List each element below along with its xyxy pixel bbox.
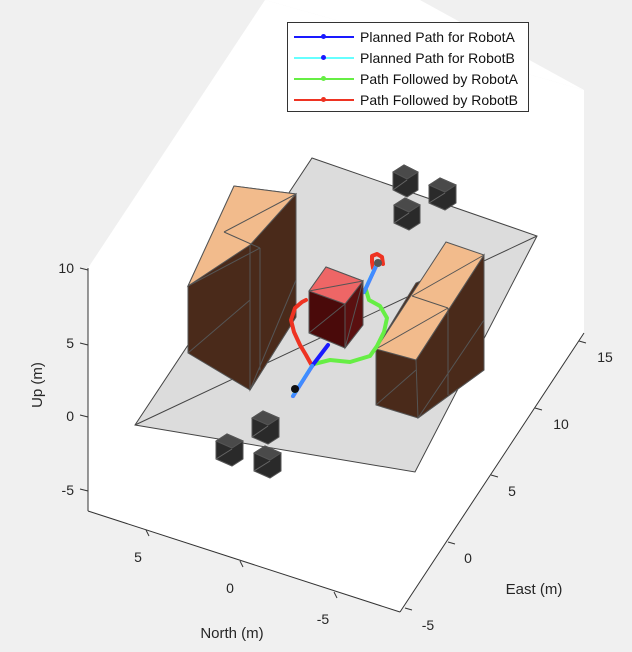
- y-axis-label: East (m): [506, 581, 563, 598]
- z-ticks: 10 5 0 -5: [58, 260, 89, 498]
- legend-label: Planned Path for RobotA: [360, 28, 515, 45]
- crate: [392, 197, 422, 231]
- crate: [252, 445, 283, 479]
- robot-a-start-marker: [291, 385, 299, 393]
- crate-group-far: [391, 164, 458, 231]
- y-tick-label: 5: [508, 483, 516, 499]
- legend-swatch: [294, 32, 354, 42]
- y-tick-label: 15: [597, 349, 613, 365]
- legend-entry: Planned Path for RobotB: [294, 47, 528, 68]
- shelf-left: [186, 185, 298, 392]
- z-tick-label: 5: [66, 335, 74, 351]
- z-tick-label: 10: [58, 260, 74, 276]
- legend-label: Path Followed by RobotA: [360, 70, 518, 87]
- z-tick-label: -5: [62, 482, 75, 498]
- crate: [214, 433, 245, 467]
- legend-label: Planned Path for RobotB: [360, 49, 515, 66]
- robot-b-start-marker: [374, 259, 382, 267]
- crate: [391, 164, 420, 198]
- path-followed-b: [289, 298, 313, 366]
- crate: [427, 177, 458, 211]
- legend: Planned Path for RobotA Planned Path for…: [287, 22, 529, 112]
- y-ticks: -5 0 5 10 15: [404, 340, 613, 633]
- y-axis-line: [399, 332, 585, 613]
- shelf-right: [375, 241, 485, 419]
- legend-entry: Path Followed by RobotB: [294, 89, 528, 110]
- path-followed-b-end: [370, 252, 385, 270]
- x-tick-label: -5: [317, 611, 330, 627]
- path-planned-a: [310, 343, 330, 368]
- legend-swatch: [294, 95, 354, 105]
- path-followed-a: [312, 288, 389, 366]
- x-axis-line: [87, 510, 401, 613]
- y-tick-label: 0: [464, 550, 472, 566]
- legend-swatch: [294, 74, 354, 84]
- legend-entry: Planned Path for RobotA: [294, 26, 528, 47]
- z-tick-label: 0: [66, 408, 74, 424]
- x-ticks: 5 0 -5: [134, 529, 338, 627]
- paths: [289, 252, 389, 398]
- x-tick-label: 5: [134, 549, 142, 565]
- x-tick-label: 0: [226, 580, 234, 596]
- y-tick-label: 10: [553, 416, 569, 432]
- y-tick-label: -5: [422, 617, 435, 633]
- z-axis-label: Up (m): [29, 362, 46, 408]
- legend-label: Path Followed by RobotB: [360, 91, 518, 108]
- crate-group-near: [214, 410, 283, 479]
- center-obstacle: [308, 266, 364, 350]
- path-overlap-end: [362, 262, 379, 294]
- legend-swatch: [294, 53, 354, 63]
- crate: [250, 410, 281, 445]
- x-axis-label: North (m): [200, 625, 263, 642]
- legend-entry: Path Followed by RobotA: [294, 68, 528, 89]
